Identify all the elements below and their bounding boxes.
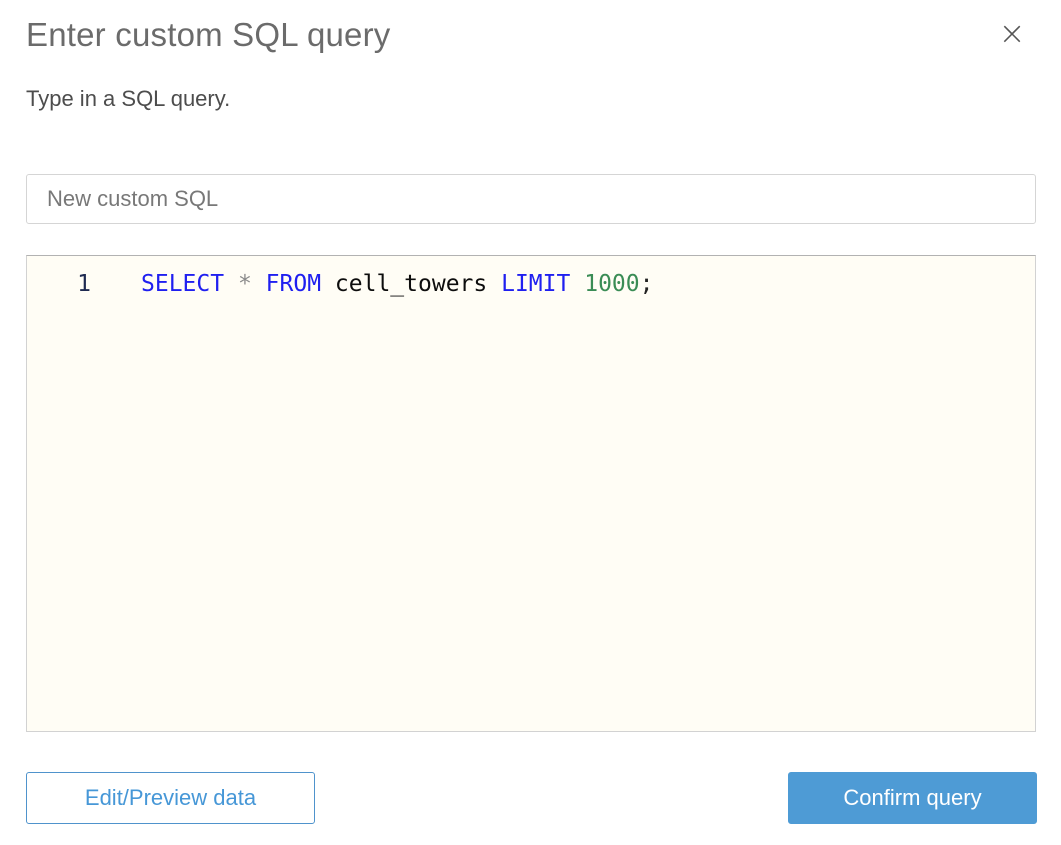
editor-line-number-gutter: 1 (27, 256, 91, 731)
line-number: 1 (77, 271, 91, 297)
confirm-query-button[interactable]: Confirm query (788, 772, 1037, 824)
sql-token-keyword: LIMIT (501, 271, 571, 297)
sql-code-line[interactable]: SELECT * FROM cell_towers LIMIT 1000; (91, 256, 1035, 731)
sql-token-punctuation: ; (639, 271, 654, 297)
sql-token-plain (224, 271, 238, 297)
sql-code-editor[interactable]: 1 SELECT * FROM cell_towers LIMIT 1000; (26, 255, 1036, 732)
sql-token-plain (252, 271, 266, 297)
sql-token-keyword: FROM (265, 271, 322, 297)
close-button[interactable]: × (995, 14, 1029, 52)
sql-token-operator: * (237, 271, 252, 297)
sql-token-number: 1000 (584, 271, 640, 297)
sql-token-keyword: SELECT (141, 271, 225, 297)
sql-token-plain (570, 271, 584, 297)
sql-token-identifier: cell_towers (334, 271, 488, 297)
dialog-subtitle: Type in a SQL query. (26, 86, 231, 111)
edit-preview-data-button[interactable]: Edit/Preview data (26, 772, 315, 824)
dialog-title: Enter custom SQL query (26, 16, 391, 53)
query-name-input[interactable] (26, 174, 1036, 224)
close-icon: × (998, 14, 1026, 52)
sql-token-plain (487, 271, 501, 297)
sql-token-plain (321, 271, 335, 297)
